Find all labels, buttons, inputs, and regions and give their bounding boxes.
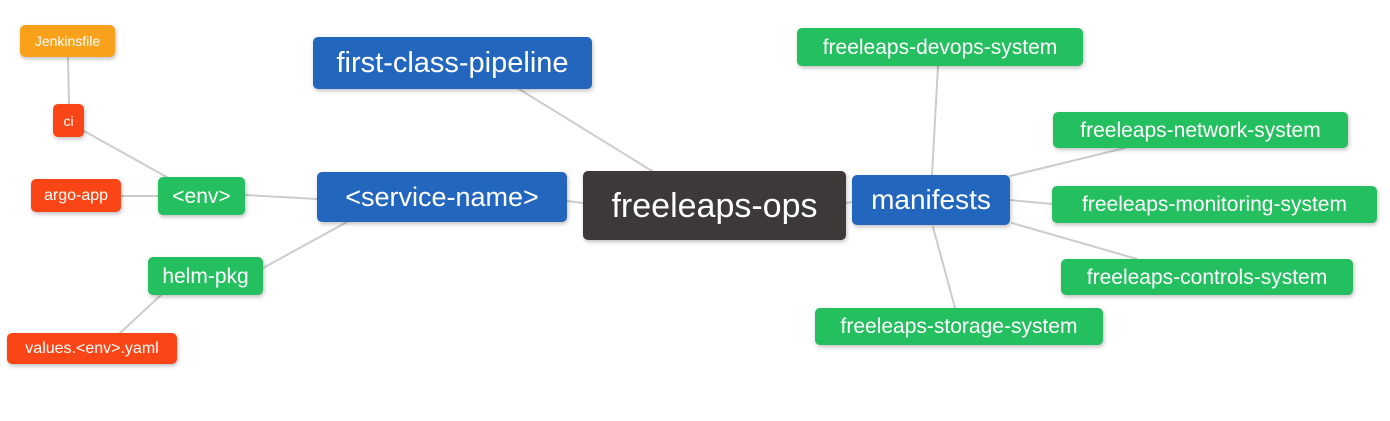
edge-jenkinsfile-ci <box>67 56 70 105</box>
node-values-env-yaml[interactable]: values.<env>.yaml <box>7 333 177 364</box>
edge-manifests-storage-system <box>932 226 956 309</box>
node-argo-app[interactable]: argo-app <box>31 179 121 212</box>
node-freeleaps-controls-system[interactable]: freeleaps-controls-system <box>1061 259 1353 295</box>
edge-service-name-freeleaps-ops <box>566 200 584 204</box>
edge-values-helm-pkg <box>119 294 162 334</box>
edge-pipeline-freeleaps-ops <box>518 88 653 172</box>
edge-freeleaps-ops-manifests <box>845 201 853 204</box>
node-manifests[interactable]: manifests <box>852 175 1010 225</box>
node-freeleaps-ops-root[interactable]: freeleaps-ops <box>583 171 846 240</box>
node-freeleaps-network-system[interactable]: freeleaps-network-system <box>1053 112 1348 148</box>
edge-manifests-monitoring-system <box>1009 199 1053 205</box>
edge-manifests-devops-system <box>931 65 939 176</box>
node-freeleaps-devops-system[interactable]: freeleaps-devops-system <box>797 28 1083 66</box>
node-jenkinsfile[interactable]: Jenkinsfile <box>20 25 115 57</box>
node-freeleaps-monitoring-system[interactable]: freeleaps-monitoring-system <box>1052 186 1377 223</box>
node-service-name[interactable]: <service-name> <box>317 172 567 222</box>
node-freeleaps-storage-system[interactable]: freeleaps-storage-system <box>815 308 1103 345</box>
node-env[interactable]: <env> <box>158 177 245 215</box>
node-ci[interactable]: ci <box>53 104 84 137</box>
edge-manifests-network-system <box>1009 147 1126 177</box>
edge-ci-env <box>83 130 173 181</box>
node-first-class-pipeline[interactable]: first-class-pipeline <box>313 37 592 89</box>
edge-manifests-controls-system <box>1011 222 1138 260</box>
edge-helm-pkg-service-name <box>262 221 348 269</box>
edge-env-service-name <box>244 194 318 200</box>
node-helm-pkg[interactable]: helm-pkg <box>148 257 263 295</box>
